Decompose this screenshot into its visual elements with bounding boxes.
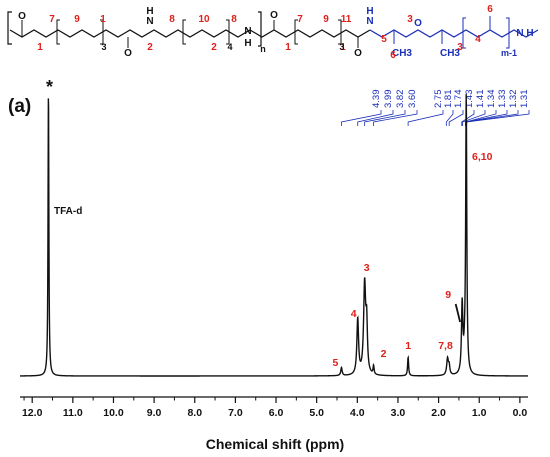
atom-label: N [146, 16, 153, 27]
x-tick-label: 9.0 [147, 407, 162, 419]
peak-label: 4 [351, 308, 357, 320]
carbon-number-label: 2 [211, 42, 217, 53]
chemical-structure [7, 11, 539, 49]
peak-list-connector [462, 110, 486, 126]
atom-label: O [124, 48, 132, 59]
peak-label: 3 [364, 262, 370, 274]
peak-list-connector [461, 110, 475, 126]
peak-list-label: 1.32 [508, 90, 519, 109]
x-tick-label: 7.0 [228, 407, 243, 419]
peak-list-label: 4.39 [371, 90, 382, 109]
x-ticks [23, 397, 521, 403]
carbon-number-label: 7 [49, 14, 55, 25]
peak-list-label: 3.82 [395, 90, 406, 109]
peak-list-connector [341, 110, 382, 126]
peak-list-label: 1.31 [519, 90, 530, 109]
atom-label: O [18, 11, 26, 22]
repeat-subscript: n [260, 44, 266, 54]
carbon-number-label: 9 [74, 14, 80, 25]
solvent-label: TFA-d [54, 206, 82, 217]
x-tick-label: 12.0 [22, 407, 43, 419]
peak-list-connector [364, 110, 406, 126]
spectrum-line [20, 94, 528, 377]
carbon-number-label: 11 [341, 14, 352, 25]
methyl-label: CH3 [392, 48, 412, 59]
carbon-number-label: 6 [390, 50, 396, 61]
x-tick-label: 6.0 [269, 407, 284, 419]
x-tick-label: 1.0 [472, 407, 487, 419]
hydrogen-label: H [526, 28, 533, 39]
peak-list-label: 1.33 [497, 90, 508, 109]
x-tick-label: 5.0 [309, 407, 324, 419]
peak-list-connector [357, 110, 394, 126]
peak-list-connector [373, 110, 418, 126]
peak-list-label: 2.75 [433, 90, 444, 109]
x-tick-labels: 12.0 11.0 10.0 9.0 8.0 7.0 6.0 5.0 4.0 3.0 2.0 1.0 0… [22, 407, 527, 419]
peak-label: 7,8 [438, 340, 453, 352]
peak-label: 5 [333, 357, 339, 369]
carbon-number-label: 6 [487, 4, 493, 15]
carbon-number-label: 9 [323, 14, 329, 25]
x-tick-label: 2.0 [431, 407, 446, 419]
peak-list-label: 1.34 [486, 90, 497, 109]
repeat-subscript: m-1 [501, 48, 517, 58]
carbon-number-label: 8 [169, 14, 175, 25]
hydrogen-label: H [244, 38, 251, 49]
peak-list-connector [448, 110, 464, 126]
carbon-number-label: 2 [147, 42, 153, 53]
carbon-number-label: 3 [407, 14, 413, 25]
methyl-label: CH3 [440, 48, 460, 59]
carbon-number-label: 5 [381, 34, 387, 45]
hydrogen-label: H [146, 6, 153, 17]
carbon-number-label: 10 [198, 14, 210, 25]
peak-list-label: 1.81 [443, 90, 454, 109]
peak-labels: 5 4 3 2 1 7,8 9 6,10 [333, 151, 493, 369]
repeat-subscript: 4 [227, 42, 232, 52]
atom-label: N [366, 16, 373, 27]
repeat-subscript: 3 [339, 42, 344, 52]
peak-list-label: 3.99 [383, 90, 394, 109]
peak-list-label: 3.60 [407, 90, 418, 109]
atom-label: N [244, 26, 251, 37]
x-tick-label: 4.0 [350, 407, 365, 419]
spectrum [20, 94, 528, 377]
peak-9-pointer [454, 303, 462, 323]
peak-list-label: 1.74 [453, 90, 464, 109]
peak-list-connector [445, 110, 454, 126]
peak-list-label: 1.43 [464, 90, 475, 109]
x-tick-label: 0.0 [513, 407, 528, 419]
atom-label: O [270, 10, 278, 21]
x-tick-label: 3.0 [391, 407, 406, 419]
carbon-number-label: 1 [37, 42, 43, 53]
atom-label: O [354, 48, 362, 59]
hydrogen-label: H [366, 6, 373, 17]
carbon-number-label: 8 [231, 14, 237, 25]
carbon-number-label: 1 [100, 14, 106, 25]
x-tick-label: 10.0 [103, 407, 124, 419]
carbon-number-label: 1 [340, 42, 346, 53]
peak-label: 9 [445, 289, 451, 301]
carbon-number-label: 1 [285, 42, 291, 53]
atom-label: O [414, 18, 422, 29]
x-tick-label: 8.0 [187, 407, 202, 419]
solvent-marker: * [46, 77, 53, 97]
peak-list-connector [466, 110, 530, 126]
peak-label: 1 [405, 340, 411, 352]
x-tick-label: 11.0 [63, 407, 83, 419]
carbon-number-label: 7 [297, 14, 303, 25]
carbon-number-label: 3 [457, 42, 463, 53]
carbon-number-label: 4 [475, 34, 481, 45]
peak-label: 6,10 [472, 151, 493, 163]
x-axis-label: Chemical shift (ppm) [206, 436, 344, 452]
peak-list-connector [407, 110, 444, 126]
peak-label: 2 [381, 348, 387, 360]
peak-list-label: 1.41 [475, 90, 486, 109]
atom-label: N [516, 28, 523, 39]
repeat-subscript: 3 [101, 42, 106, 52]
panel-label: (a) [8, 96, 31, 117]
